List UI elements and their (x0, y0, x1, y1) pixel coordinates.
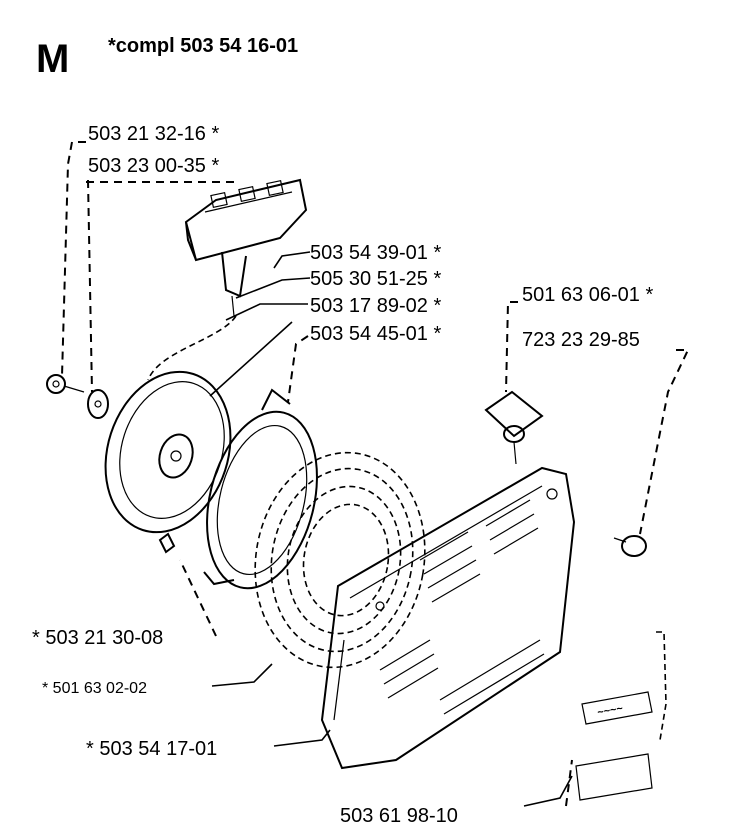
part-number-label-11: * 503 54 17-01 (86, 738, 217, 760)
right-screw-drawing (613, 535, 647, 557)
part-number-label-5: 503 17 89-02 * (310, 295, 441, 317)
coil-spring-drawing (254, 451, 426, 669)
starter-cover-drawing (320, 466, 576, 770)
part-number-label-8: 723 23 29-85 (522, 329, 640, 351)
pawl-plate-drawing (484, 390, 544, 465)
assembly-title: *compl 503 54 16-01 (108, 35, 298, 57)
starter-handle-drawing (184, 178, 308, 317)
section-letter: M (36, 37, 69, 81)
left-screw-drawing (46, 374, 109, 419)
starter-rope-drawing (147, 315, 237, 381)
part-number-label-2: 503 23 00-35 * (88, 155, 219, 177)
part-number-label-9: * 503 21 30-08 (32, 627, 163, 649)
small-pin-drawing (158, 532, 176, 554)
decal-drawing: ~~~~ (575, 631, 667, 801)
part-number-label-10: * 501 63 02-02 (42, 680, 147, 697)
svg-text:~~~~: ~~~~ (596, 703, 624, 719)
part-number-label-4: 505 30 51-25 * (310, 268, 441, 290)
part-number-label-6: 503 54 45-01 * (310, 323, 441, 345)
part-number-label-7: 501 63 06-01 * (522, 284, 653, 306)
part-number-label-1: 503 21 32-16 * (88, 123, 219, 145)
leader-lines (61, 141, 690, 807)
part-number-label-12: 503 61 98-10 (340, 805, 458, 825)
part-number-label-3: 503 54 39-01 * (310, 242, 441, 264)
spring-housing-drawing (203, 388, 318, 590)
